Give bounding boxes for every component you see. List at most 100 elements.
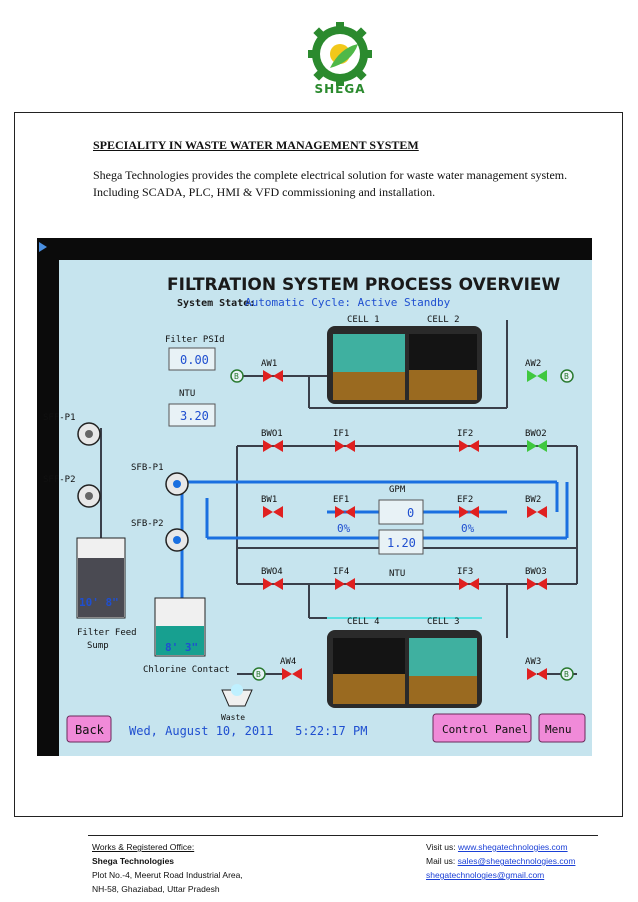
valve-0[interactable]: AW1: [261, 359, 283, 382]
valve-label: BW1: [261, 495, 277, 505]
mail-label: Mail us:: [426, 856, 458, 866]
address-line-1: Plot No.-4, Meerut Road Industrial Area,: [92, 870, 243, 880]
ntu2-display: [378, 529, 424, 555]
valve-icon: [459, 506, 479, 518]
waste-spray-icon: [231, 684, 243, 696]
valve-icon: [527, 440, 547, 452]
pump-label: SFB-P2: [131, 519, 164, 529]
state-label: System State:: [177, 298, 255, 309]
address-line-2: NH-58, Ghaziabad, Uttar Pradesh: [92, 884, 220, 894]
valve-icon: [459, 440, 479, 452]
valve-label: BWO4: [261, 567, 283, 577]
svg-text:B: B: [256, 670, 261, 679]
state-value: Automatic Cycle: Active Standby: [245, 296, 451, 309]
valve-14[interactable]: AW4: [280, 657, 302, 680]
filter-psid-value: 0.00: [180, 353, 209, 367]
b-marker: B: [560, 369, 574, 383]
valve-15[interactable]: AW3: [525, 657, 547, 680]
valve-label: EF1: [333, 495, 349, 505]
gpm-value: 0: [407, 506, 414, 520]
valve-3[interactable]: IF1: [333, 429, 355, 452]
valve-label: AW1: [261, 359, 277, 369]
valve-1[interactable]: AW2: [525, 359, 547, 382]
ntu2-label: NTU: [389, 569, 405, 579]
valve-12[interactable]: IF3: [457, 567, 479, 590]
filter-psid-label: Filter PSId: [165, 335, 225, 345]
chlorine-level-fill: [156, 626, 204, 655]
hmi-panel: [59, 260, 592, 756]
svg-text:B: B: [564, 670, 569, 679]
svg-text:B: B: [564, 372, 569, 381]
valve-7[interactable]: EF1: [333, 495, 355, 518]
cell-2-label: CELL 2: [427, 315, 460, 325]
chlorine-label: Chlorine Contact: [143, 665, 230, 675]
valve-icon: [527, 370, 547, 382]
website-link[interactable]: www.shegatechnologies.com: [457, 842, 568, 852]
b-marker: B: [252, 667, 266, 681]
valve-2[interactable]: BWO1: [261, 429, 283, 452]
valve-icon: [263, 578, 283, 590]
cell-4-label: CELL 4: [347, 617, 380, 627]
company-name: Shega Technologies: [92, 856, 175, 866]
valve-icon: [263, 440, 283, 452]
valve-11[interactable]: IF4: [333, 567, 355, 590]
cell-bottom: [327, 630, 482, 708]
pump-3[interactable]: SFB-P2: [131, 519, 189, 552]
chlorine-level-value: 8' 3": [165, 641, 198, 654]
valve-6[interactable]: BW1: [261, 495, 283, 518]
cell-top: [327, 326, 482, 404]
valve-label: IF2: [457, 429, 473, 439]
control-panel-button[interactable]: Control Panel: [432, 713, 532, 743]
section-heading: SPECIALITY IN WASTE WATER MANAGEMENT SYS…: [93, 138, 419, 152]
pump-0[interactable]: SFF-P1: [43, 413, 101, 446]
menu-button[interactable]: Menu: [538, 713, 586, 743]
feed-label-1: Filter Feed: [77, 628, 137, 638]
valve-label: AW2: [525, 359, 541, 369]
valve-label: BWO1: [261, 429, 283, 439]
valve-9[interactable]: BW2: [525, 495, 547, 518]
section-intro: Shega Technologies provides the complete…: [93, 168, 568, 199]
valve-label: IF4: [333, 567, 349, 577]
valve-icon: [263, 506, 283, 518]
ef-percent-value: 0%: [461, 522, 475, 535]
hmi-title: FILTRATION SYSTEM PROCESS OVERVIEW: [167, 275, 561, 295]
valve-4[interactable]: IF2: [457, 429, 479, 452]
valve-13[interactable]: BWO3: [525, 567, 547, 590]
waste-label: Waste: [221, 713, 245, 722]
valve-label: AW3: [525, 657, 541, 667]
filter-psid-display: [168, 347, 216, 371]
valve-8[interactable]: EF2: [457, 495, 479, 518]
hmi-datetime: Wed, August 10, 2011 5:22:17 PM: [129, 724, 367, 738]
valve-icon: [263, 370, 283, 382]
content-frame: [14, 112, 623, 817]
valve-icon: [335, 440, 355, 452]
ntu2-value: 1.20: [387, 536, 416, 550]
back-button[interactable]: Back: [66, 715, 112, 743]
valve-label: BWO2: [525, 429, 547, 439]
pump-label: SFF-P1: [43, 413, 76, 423]
pump-label: SFF-P2: [43, 475, 76, 485]
valve-5[interactable]: BWO2: [525, 429, 547, 452]
pump-label: SFB-P1: [131, 463, 164, 473]
pump-2[interactable]: SFB-P1: [131, 463, 189, 496]
play-icon: [39, 242, 47, 252]
email-link-gmail[interactable]: shegatechnologies@gmail.com: [426, 870, 545, 880]
feed-level-value: 10' 8": [79, 596, 119, 609]
valve-10[interactable]: BWO4: [261, 567, 283, 590]
valve-label: IF1: [333, 429, 349, 439]
pump-1[interactable]: SFF-P2: [43, 475, 101, 508]
ntu-value: 3.20: [180, 409, 209, 423]
visit-label: Visit us:: [426, 842, 458, 852]
valve-label: BWO3: [525, 567, 547, 577]
cell-3-label: CELL 3: [427, 617, 460, 627]
ef-percent-value: 0%: [337, 522, 351, 535]
valve-label: IF3: [457, 567, 473, 577]
ntu-display: [168, 403, 216, 427]
email-link-sales[interactable]: sales@shegatechnologies.com: [457, 856, 576, 866]
valve-icon: [527, 578, 547, 590]
footer-contact: Visit us: www.shegatechnologies.com Mail…: [426, 840, 575, 882]
gear-leaf-logo-icon: [308, 22, 372, 86]
cell-1-label: CELL 1: [347, 315, 380, 325]
filter-feed-level-fill: [78, 558, 124, 617]
valve-label: EF2: [457, 495, 473, 505]
